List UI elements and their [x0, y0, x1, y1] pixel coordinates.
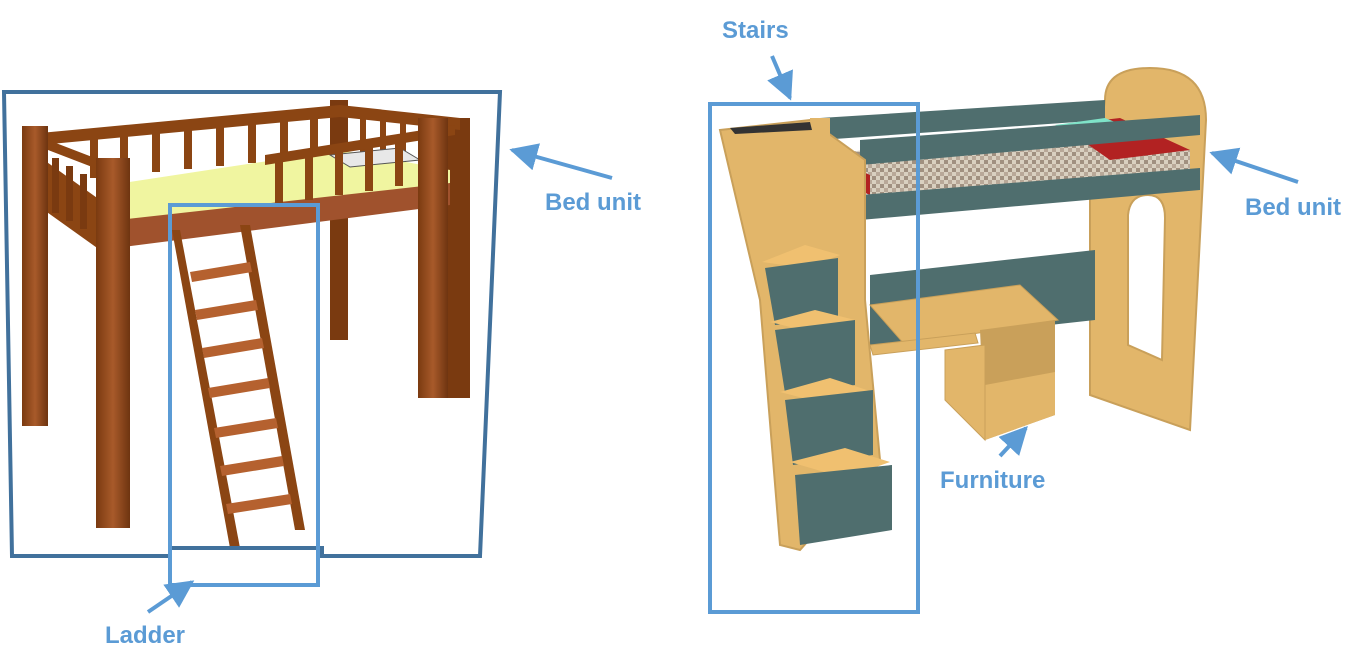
bed-unit-left-arrow [512, 150, 612, 178]
front-post-left [22, 126, 48, 426]
headboard-window [1128, 195, 1165, 360]
furniture-label: Furniture [940, 467, 1045, 494]
stairs-label: Stairs [722, 17, 789, 44]
back-post-right [446, 118, 470, 398]
loft-bed-illustration [22, 100, 470, 548]
bed-unit-right-label: Bed unit [1245, 194, 1341, 221]
desk-illustration [870, 285, 1058, 440]
front-post-right [418, 118, 448, 398]
bed-unit-left-label: Bed unit [545, 189, 641, 216]
ladder-label: Ladder [105, 622, 185, 649]
front-post-center [96, 158, 130, 528]
bed-unit-right-arrow [1212, 153, 1298, 182]
stairs-arrow [772, 56, 790, 98]
ladder-illustration [172, 225, 305, 548]
